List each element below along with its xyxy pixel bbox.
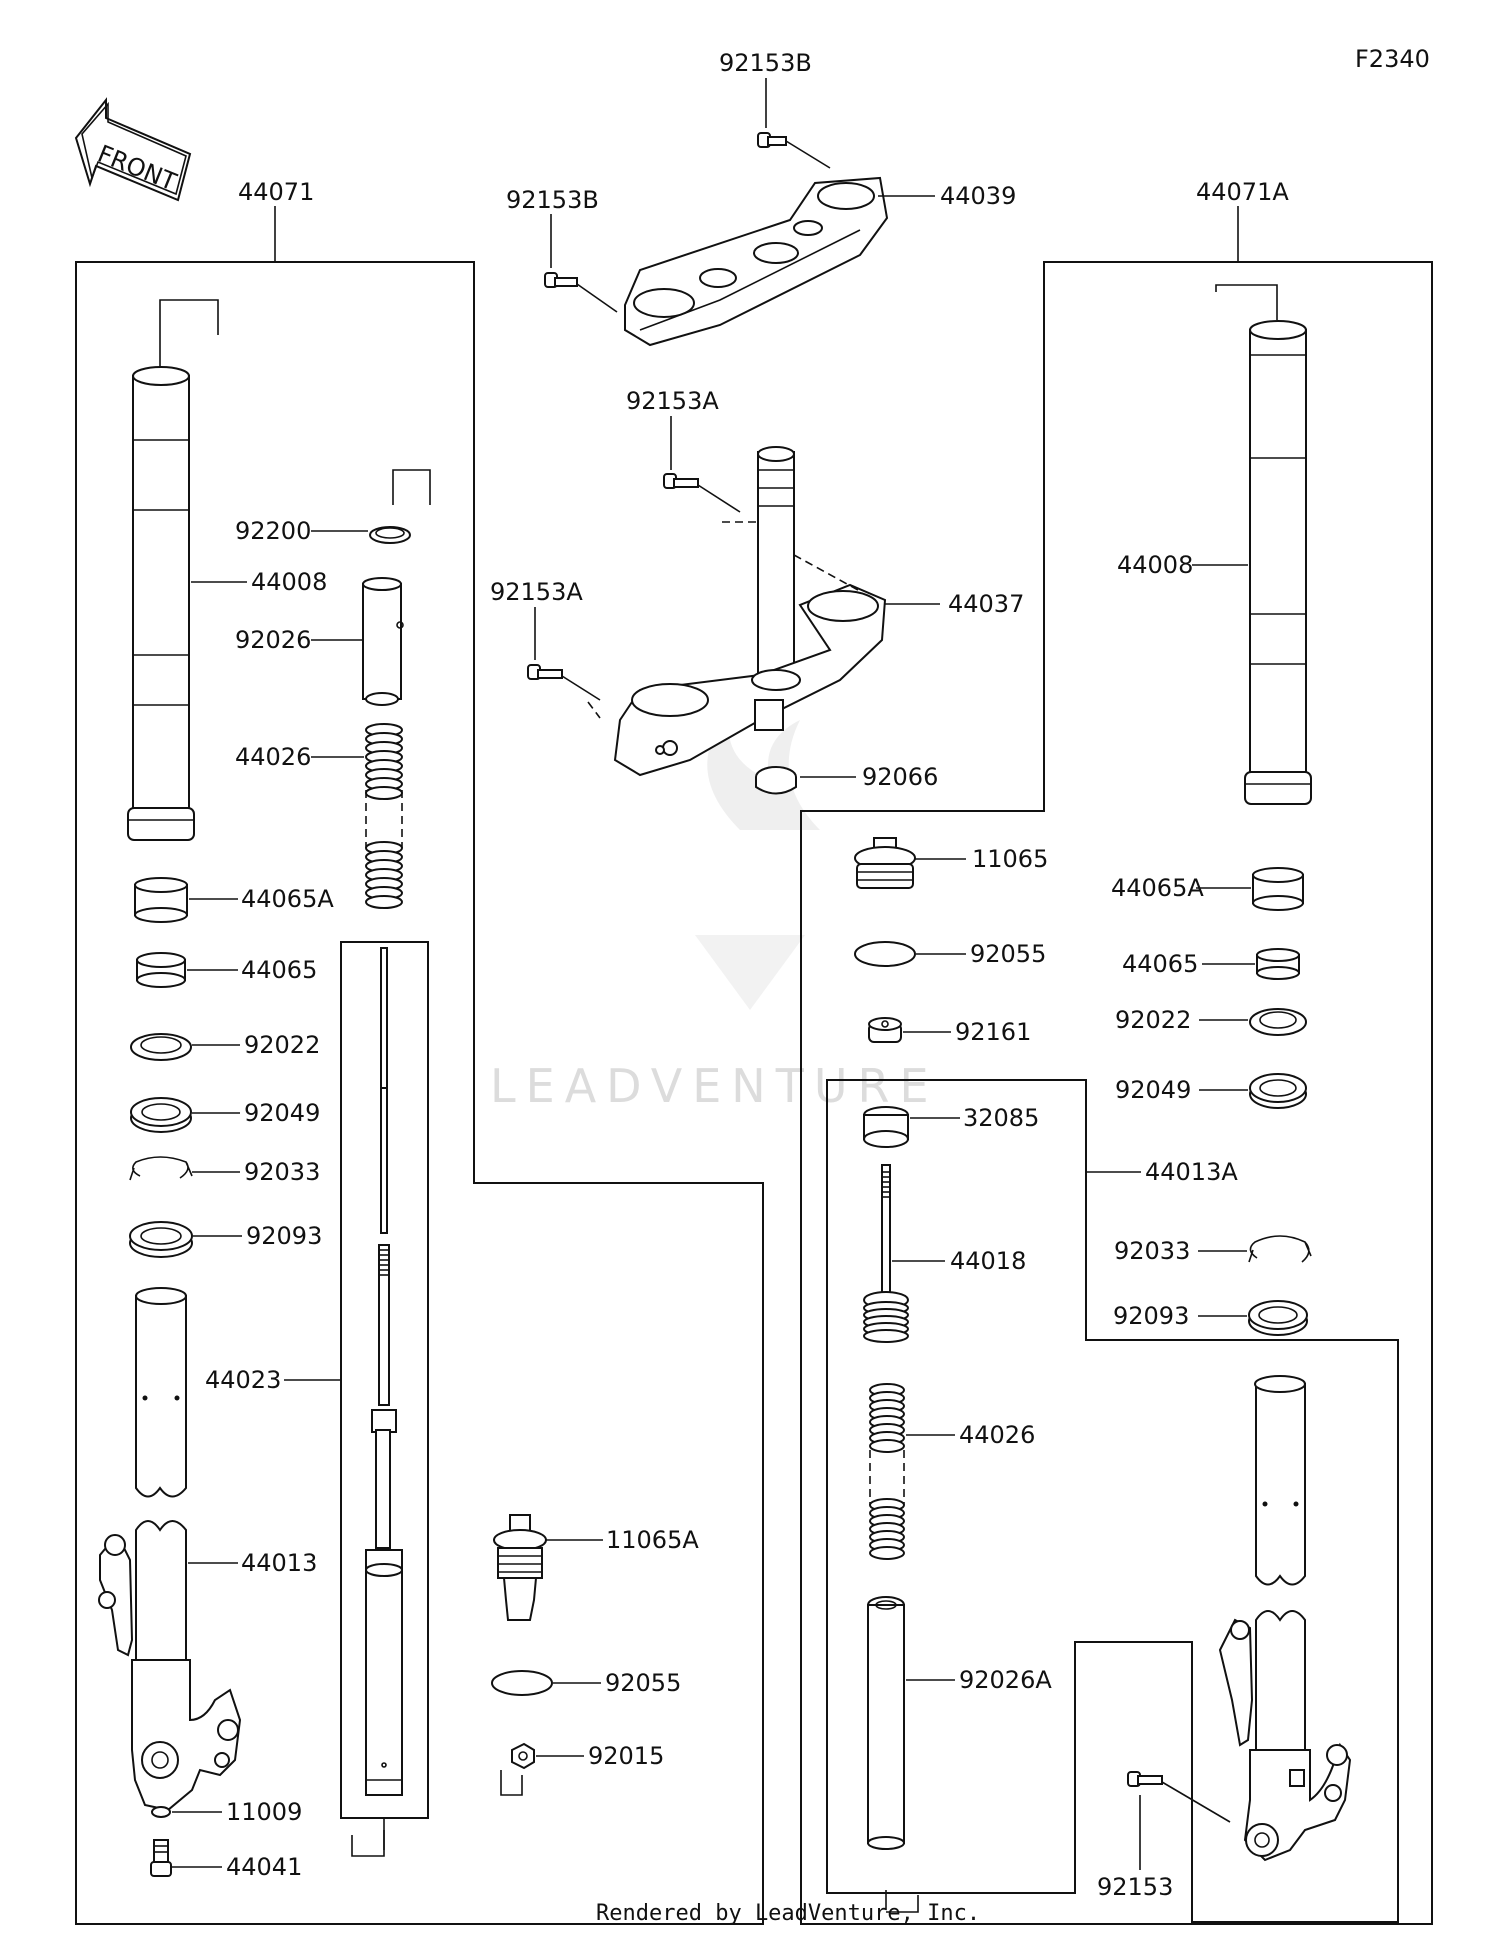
bushing-44065-right: [1256, 948, 1300, 980]
callout-92049-left: 92049: [244, 1099, 320, 1127]
outer-tube-44008-left: [127, 366, 195, 841]
washer-92022-right: [1249, 1008, 1307, 1036]
callout-44071A: 44071A: [1196, 178, 1289, 206]
callout-92153: 92153: [1097, 1873, 1173, 1901]
bushing-44065A-left: [134, 877, 188, 923]
callout-44065A-left: 44065A: [241, 885, 334, 913]
callout-92153B-left: 92153B: [506, 186, 599, 214]
callout-92055-right: 92055: [970, 940, 1046, 968]
figure-code: F2340: [1355, 45, 1430, 73]
collar-92026: [362, 577, 404, 706]
callout-92066: 92066: [862, 763, 938, 791]
seal-92049-right: [1249, 1073, 1307, 1109]
callout-92200: 92200: [235, 517, 311, 545]
circlip-92033-left: [129, 1156, 193, 1181]
front-arrow-icon: FRONT: [74, 97, 192, 202]
inner-tube-upper-right: [1254, 1375, 1306, 1586]
frame-left-fork-44071: [75, 261, 764, 1925]
callout-92093-left: 92093: [246, 1222, 322, 1250]
frame-cartridge-44013A: [826, 1079, 1399, 1923]
callout-92022-right: 92022: [1115, 1006, 1191, 1034]
callout-44065-right: 44065: [1122, 950, 1198, 978]
circlip-92033-right: [1248, 1235, 1312, 1263]
watermark-text: LEADVENTURE: [490, 1059, 939, 1113]
cap-92066: [755, 766, 797, 795]
nut-92015: [511, 1742, 535, 1770]
fork-slider-44013-left: [98, 1520, 242, 1812]
callout-92049-right: 92049: [1115, 1076, 1191, 1104]
callout-44013A: 44013A: [1145, 1158, 1238, 1186]
callout-92033-right: 92033: [1114, 1237, 1190, 1265]
washer-92022-left: [130, 1033, 192, 1061]
footer-credit: Rendered by LeadVenture, Inc.: [596, 1901, 980, 1926]
watermark-logo: [695, 710, 820, 1010]
damper-cartridge-44023: [365, 947, 403, 1796]
callout-44037: 44037: [948, 590, 1024, 618]
callout-44018: 44018: [950, 1247, 1026, 1275]
ring-92200: [369, 526, 411, 544]
bushing-44065A-right: [1252, 867, 1304, 911]
outer-tube-44008-right: [1244, 320, 1312, 805]
spring-44026-left: [365, 723, 403, 909]
callout-44041: 44041: [226, 1853, 302, 1881]
callout-44065-left: 44065: [241, 956, 317, 984]
callout-92055-middle: 92055: [605, 1669, 681, 1697]
bolt-92153A-top: [663, 473, 741, 513]
callout-44008-right: 44008: [1117, 551, 1193, 579]
seal-92049-left: [130, 1097, 192, 1133]
frame-right-fork-44071A: [800, 261, 1433, 1925]
cap-bolt-11065: [854, 837, 916, 889]
callout-11065: 11065: [972, 845, 1048, 873]
oring-92055-middle: [491, 1670, 553, 1696]
cap-bolt-11065A: [493, 1514, 547, 1621]
nut-32085: [863, 1106, 909, 1148]
callout-92153A-left: 92153A: [490, 578, 583, 606]
inner-tube-upper-left: [135, 1287, 187, 1498]
callout-92015: 92015: [588, 1742, 664, 1770]
callout-92022-left: 92022: [244, 1031, 320, 1059]
callout-44071: 44071: [238, 178, 314, 206]
damper-rod-44018: [863, 1164, 909, 1343]
bolt-92153B-left: [544, 272, 618, 313]
tube-92026A: [867, 1596, 905, 1850]
lower-triple-clamp-44037: [587, 446, 887, 777]
callout-32085: 32085: [963, 1104, 1039, 1132]
bolt-92153B-top: [757, 132, 831, 169]
callout-92026A: 92026A: [959, 1666, 1052, 1694]
callout-92033-left: 92033: [244, 1158, 320, 1186]
bolt-44041: [150, 1839, 172, 1877]
callout-44008-left: 44008: [251, 568, 327, 596]
callout-44013-left: 44013: [241, 1549, 317, 1577]
dust-seal-92093-left: [129, 1221, 193, 1258]
callout-92153B-top: 92153B: [719, 49, 812, 77]
callout-92161: 92161: [955, 1018, 1031, 1046]
callout-92153A-top: 92153A: [626, 387, 719, 415]
frame-cartridge-44023: [340, 941, 429, 1819]
callout-44026-left: 44026: [235, 743, 311, 771]
callout-44039: 44039: [940, 182, 1016, 210]
callout-92026: 92026: [235, 626, 311, 654]
spring-44026-right: [869, 1383, 905, 1560]
fork-slider-right: [1218, 1610, 1352, 1862]
callout-44026-right: 44026: [959, 1421, 1035, 1449]
dust-seal-92093-right: [1248, 1300, 1308, 1336]
callout-44023: 44023: [205, 1366, 281, 1394]
spacer-92161: [868, 1017, 902, 1043]
washer-11009: [151, 1806, 171, 1818]
callout-92093-right: 92093: [1113, 1302, 1189, 1330]
callout-11065A: 11065A: [606, 1526, 699, 1554]
oring-92055-right: [854, 941, 916, 967]
callout-44065A-right: 44065A: [1111, 874, 1204, 902]
bolt-92153A-left: [527, 664, 601, 701]
upper-triple-clamp-44039: [624, 176, 889, 347]
bushing-44065-left: [136, 952, 186, 988]
callout-11009: 11009: [226, 1798, 302, 1826]
bolt-92153: [1127, 1771, 1231, 1823]
